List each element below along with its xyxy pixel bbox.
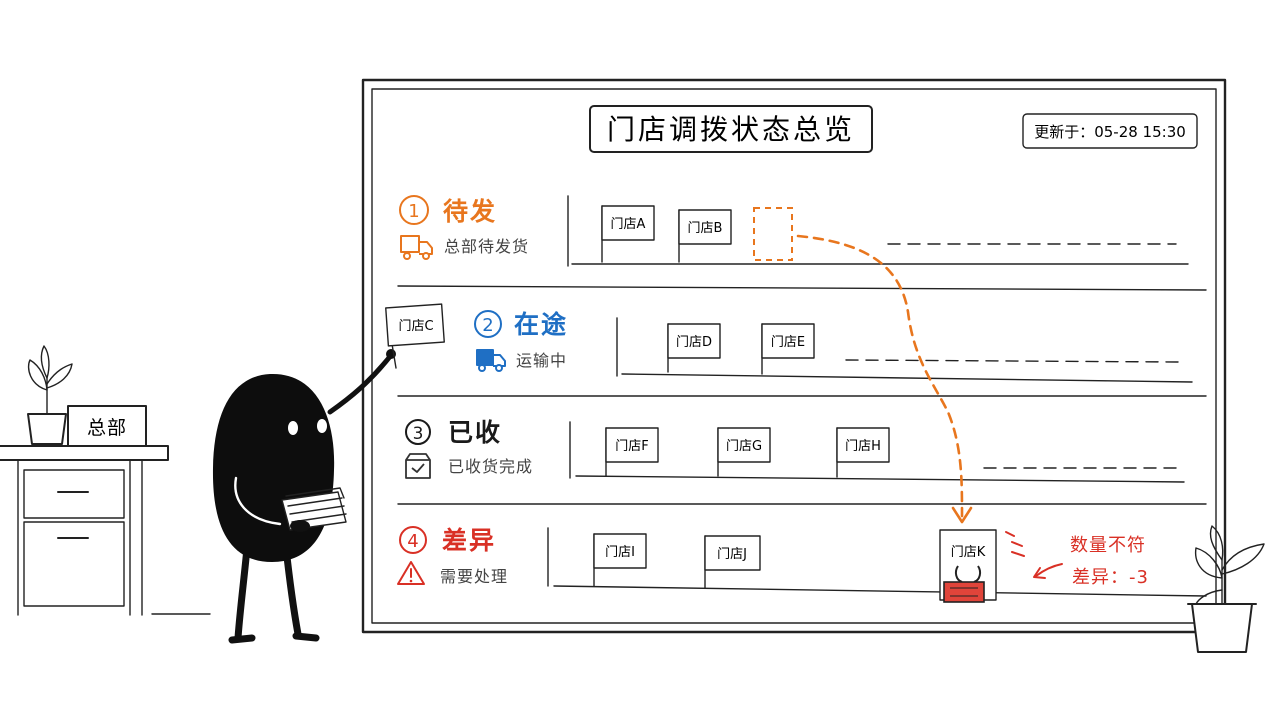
flag-label: 门店I (605, 545, 635, 560)
flag-store-h: 门店H (836, 427, 890, 478)
stage-number: 4 (407, 531, 418, 552)
stage-number: 3 (413, 424, 424, 444)
stage-number: 1 (408, 201, 419, 222)
flag-label: 门店K (951, 545, 986, 560)
stage-subtitle: 运输中 (516, 351, 567, 370)
stage-title: 待发 (443, 197, 497, 226)
flag-label: 门店F (615, 439, 648, 454)
stage-pending: 1 待发 总部待发货 (399, 195, 529, 260)
flag-label: 门店H (845, 439, 881, 454)
flag-label: 门店G (726, 439, 762, 454)
discrepancy-note-line1: 数量不符 (1070, 535, 1146, 556)
flag-store-f: 门店F (605, 427, 659, 477)
stage-discrepancy: 4 差异 需要处理 (397, 526, 508, 586)
flag-store-i: 门店I (593, 533, 647, 587)
stage-title: 已收 (448, 418, 502, 447)
flag-store-g: 门店G (717, 427, 771, 477)
stage-subtitle: 需要处理 (440, 567, 508, 586)
stage-title: 差异 (442, 526, 496, 555)
binder-clip-icon (943, 565, 985, 603)
warning-icon (397, 561, 425, 585)
stage-subtitle: 总部待发货 (444, 237, 529, 256)
updated-box: 更新于：05-28 15:30 (1022, 113, 1198, 149)
hq-sign: 总部 (67, 405, 147, 447)
board-title-box: 门店调拨状态总览 (589, 105, 873, 153)
stage-subtitle: 已收货完成 (448, 457, 533, 476)
transfer-route-arrow (796, 234, 973, 524)
flag-store-a: 门店A (601, 205, 655, 263)
paper-stack (281, 487, 347, 532)
flag-label: 门店J (717, 547, 747, 562)
desk (0, 445, 169, 616)
held-flag-store-c: 门店C (385, 303, 445, 369)
truck-icon (476, 349, 506, 372)
truck-icon (400, 235, 433, 260)
stage-received: 3 已收 已收货完成 (405, 418, 533, 479)
corner-plant (1187, 525, 1265, 653)
flag-store-e: 门店E (761, 323, 815, 375)
alert-marks (1005, 531, 1025, 557)
flag-store-j: 门店J (704, 535, 761, 589)
flag-store-d: 门店D (667, 323, 721, 373)
board-title: 门店调拨状态总览 (607, 113, 855, 146)
stage-title: 在途 (514, 310, 568, 339)
held-flag-label: 门店C (398, 319, 433, 334)
flag-label: 门店A (611, 217, 646, 232)
lanes (397, 195, 1207, 597)
desk-plant (27, 345, 73, 445)
flag-label: 门店D (676, 335, 712, 350)
updated-time: 更新于：05-28 15:30 (1034, 123, 1186, 141)
hq-sign-label: 总部 (87, 417, 127, 439)
empty-slot (753, 207, 793, 261)
flag-label: 门店B (688, 221, 723, 236)
flag-label: 门店E (771, 335, 805, 350)
stage-number: 2 (482, 315, 493, 336)
flag-store-b: 门店B (678, 209, 732, 263)
box-check-icon (405, 453, 431, 479)
stage-in-transit: 2 在途 运输中 (474, 310, 568, 372)
discrepancy-note: 数量不符 差异：-3 (1033, 535, 1149, 588)
discrepancy-note-line2: 差异：-3 (1072, 567, 1149, 588)
